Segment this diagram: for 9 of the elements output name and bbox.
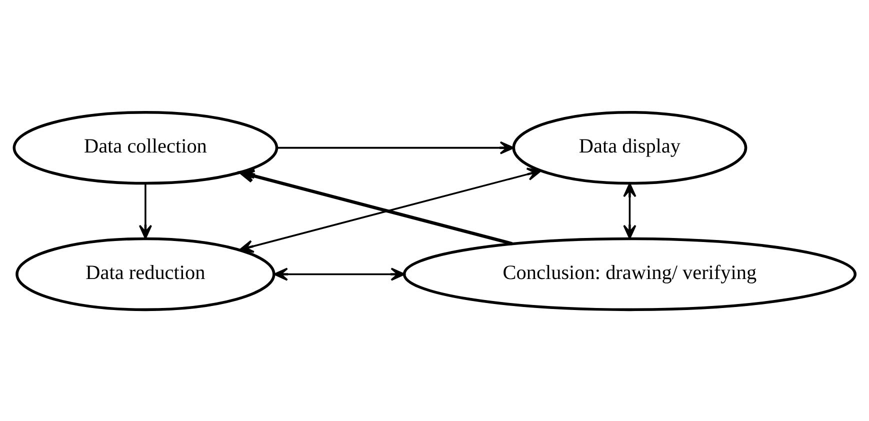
arrow (277, 140, 514, 154)
arrow (239, 168, 512, 245)
node-ellipse: Conclusion: drawing/ verifying (402, 236, 857, 311)
arrow (138, 183, 152, 239)
arrow (274, 267, 405, 280)
arrow (239, 167, 542, 252)
node-ellipse: Data reduction (16, 236, 276, 311)
node-ellipse: Data display (512, 110, 748, 184)
arrow (623, 182, 636, 239)
